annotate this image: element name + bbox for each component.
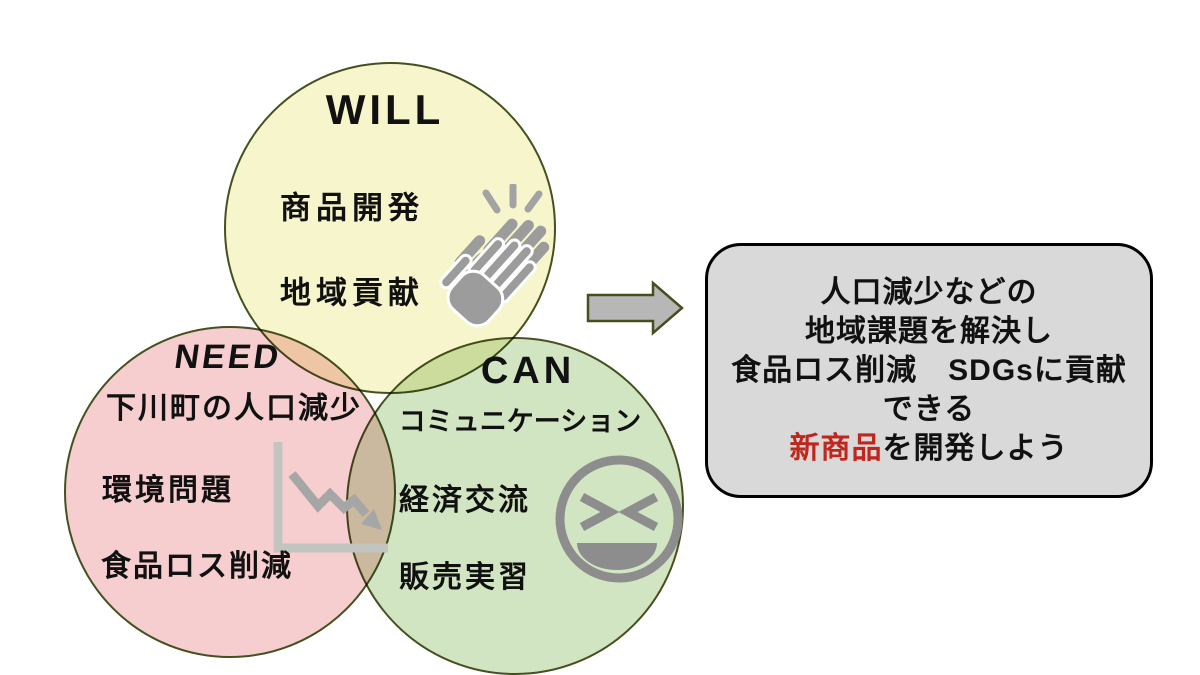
need-circle-title: NEED (172, 338, 284, 376)
can-item: 販売実習 (399, 561, 531, 594)
result-box: 人口減少などの 地域課題を解決し 食品ロス削減 SDGsに貢献 できる 新商品を… (705, 243, 1153, 498)
need-item: 食品ロス削減 (101, 550, 293, 583)
result-line: 地域課題を解決し (805, 315, 1053, 348)
can-circle (346, 337, 684, 675)
can-circle-title: CAN (480, 350, 576, 392)
result-line-final: 新商品を開発しよう (790, 429, 1069, 468)
result-line: できる (882, 393, 976, 426)
clapping-hands-icon (439, 184, 550, 328)
right-arrow-icon (586, 280, 684, 336)
result-line: 食品ロス削減 SDGsに貢献 (731, 354, 1127, 387)
will-item: 商品開発 (280, 190, 424, 226)
final-line-suffix: を開発しよう (882, 432, 1069, 465)
declining-line-chart-icon (273, 442, 388, 553)
need-item: 環境問題 (102, 474, 234, 507)
need-circle (64, 326, 396, 658)
result-line: 人口減少などの (820, 276, 1038, 309)
need-item: 下川町の人口減少 (106, 392, 362, 425)
will-circle-title: WILL (325, 86, 445, 133)
can-item: コミュニケーション (398, 406, 642, 437)
will-item: 地域貢献 (280, 275, 424, 311)
can-item: 経済交流 (399, 484, 531, 517)
highlighted-keyword: 新商品 (789, 432, 883, 465)
laughing-face-icon (555, 455, 683, 583)
